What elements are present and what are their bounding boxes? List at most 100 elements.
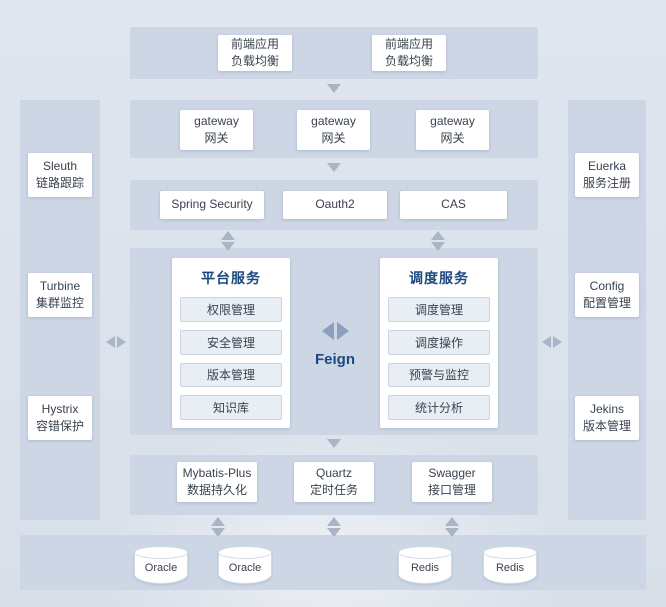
rail-line1: Euerka (587, 158, 627, 173)
platform-services-panel: 平台服务 权限管理 安全管理 版本管理 知识库 (172, 258, 290, 428)
horizontal-double-arrow-icon (542, 336, 562, 348)
left-rail-box-sleuth: Sleuth 链路跟踪 (28, 153, 92, 197)
arrow-down-icon (445, 528, 459, 537)
database-band (20, 535, 646, 590)
arrow-left-icon (321, 322, 334, 340)
database-cylinder-oracle-icon: Oracle (134, 546, 188, 586)
rail-line1: Jekins (589, 401, 624, 416)
middleware-box-mybatis: Mybatis-Plus 数据持久化 (177, 462, 257, 502)
auth-box-cas: CAS (400, 191, 507, 219)
feign-left-right-arrows-icon (321, 322, 349, 340)
gateway-box: gateway 网关 (416, 110, 489, 150)
rail-line2: 容错保护 (35, 419, 84, 433)
rail-line2: 服务注册 (582, 176, 631, 190)
arrow-down-icon (327, 528, 341, 537)
rail-line2: 配置管理 (582, 296, 631, 310)
gateway-line2: 网关 (321, 131, 346, 145)
vertical-double-arrow-icon (211, 517, 225, 537)
rail-line2: 版本管理 (582, 419, 631, 433)
gateway-box: gateway 网关 (180, 110, 253, 150)
down-arrow-icon (327, 439, 341, 448)
dispatch-item: 调度管理 (388, 297, 490, 322)
auth-label: Oauth2 (315, 197, 355, 212)
rail-line1: Turbine (39, 278, 81, 293)
gateway-line1: gateway (194, 113, 239, 128)
vertical-double-arrow-icon (221, 231, 235, 251)
arrow-down-icon (211, 528, 225, 537)
arrow-up-icon (445, 517, 459, 526)
middleware-line2: 定时任务 (309, 483, 358, 497)
vertical-double-arrow-icon (445, 517, 459, 537)
database-cylinder-redis-icon: Redis (483, 546, 537, 586)
frontend-lb-line2: 负载均衡 (230, 54, 279, 68)
database-label: Oracle (228, 562, 262, 574)
middleware-box-quartz: Quartz 定时任务 (294, 462, 374, 502)
arrow-right-icon (553, 336, 562, 348)
middleware-line1: Mybatis-Plus (182, 465, 252, 480)
gateway-line2: 网关 (440, 131, 465, 145)
database-label: Oracle (144, 562, 178, 574)
dispatch-item: 调度操作 (388, 329, 490, 355)
left-rail-box-hystrix: Hystrix 容错保护 (28, 396, 92, 440)
down-arrow-icon (327, 84, 341, 93)
arrow-down-icon (221, 242, 235, 251)
rail-line1: Hystrix (41, 401, 79, 416)
right-rail-box-jekins: Jekins 版本管理 (575, 396, 639, 440)
arrow-up-icon (211, 517, 225, 526)
cylinder-top (134, 546, 188, 559)
frontend-lb-box: 前端应用 负载均衡 (218, 35, 292, 71)
database-label: Redis (410, 562, 440, 574)
dispatch-item: 预警与监控 (388, 362, 490, 388)
database-label: Redis (495, 562, 525, 574)
auth-box-spring-security: Spring Security (160, 191, 264, 219)
platform-panel-title: 平台服务 (201, 270, 261, 286)
arrow-right-icon (336, 322, 349, 340)
horizontal-double-arrow-icon (106, 336, 126, 348)
right-rail-box-config: Config 配置管理 (575, 273, 639, 317)
rail-line2: 集群监控 (35, 296, 84, 310)
platform-item: 安全管理 (180, 329, 282, 355)
frontend-lb-line1: 前端应用 (230, 36, 279, 51)
auth-label: Spring Security (171, 197, 253, 212)
database-cylinder-redis-icon: Redis (398, 546, 452, 586)
rail-line1: Sleuth (42, 158, 78, 173)
middleware-box-swagger: Swagger 接口管理 (412, 462, 492, 502)
platform-item: 版本管理 (180, 362, 282, 388)
database-cylinder-oracle-icon: Oracle (218, 546, 272, 586)
dispatch-panel-title: 调度服务 (409, 270, 469, 286)
auth-label: CAS (441, 197, 466, 212)
middleware-line1: Quartz (315, 465, 352, 480)
dispatch-item: 统计分析 (388, 395, 490, 420)
gateway-box: gateway 网关 (297, 110, 370, 150)
dispatch-services-panel: 调度服务 调度管理 调度操作 预警与监控 统计分析 (380, 258, 498, 428)
gateway-line2: 网关 (204, 131, 229, 145)
feign-rpc: Feign (290, 322, 380, 368)
arrow-right-icon (117, 336, 126, 348)
arrow-up-icon (431, 231, 445, 240)
right-rail-box-euerka: Euerka 服务注册 (575, 153, 639, 197)
gateway-line1: gateway (430, 113, 475, 128)
frontend-band (130, 27, 538, 79)
middleware-line1: Swagger (428, 465, 476, 480)
arrow-left-icon (542, 336, 551, 348)
cylinder-top (398, 546, 452, 559)
gateway-line1: gateway (311, 113, 356, 128)
arrow-up-icon (327, 517, 341, 526)
platform-item: 知识库 (180, 395, 282, 420)
arrow-up-icon (221, 231, 235, 240)
cylinder-top (483, 546, 537, 559)
auth-box-oauth2: Oauth2 (283, 191, 387, 219)
arrow-down-icon (431, 242, 445, 251)
frontend-lb-box: 前端应用 负载均衡 (372, 35, 446, 71)
middleware-line2: 数据持久化 (186, 483, 247, 497)
rail-line2: 链路跟踪 (35, 176, 84, 190)
cylinder-top (218, 546, 272, 559)
down-arrow-icon (327, 163, 341, 172)
vertical-double-arrow-icon (327, 517, 341, 537)
frontend-lb-line1: 前端应用 (384, 36, 433, 51)
feign-label: Feign (315, 351, 355, 368)
middleware-line2: 接口管理 (427, 483, 476, 497)
frontend-lb-line2: 负载均衡 (384, 54, 433, 68)
rail-line1: Config (589, 278, 625, 293)
